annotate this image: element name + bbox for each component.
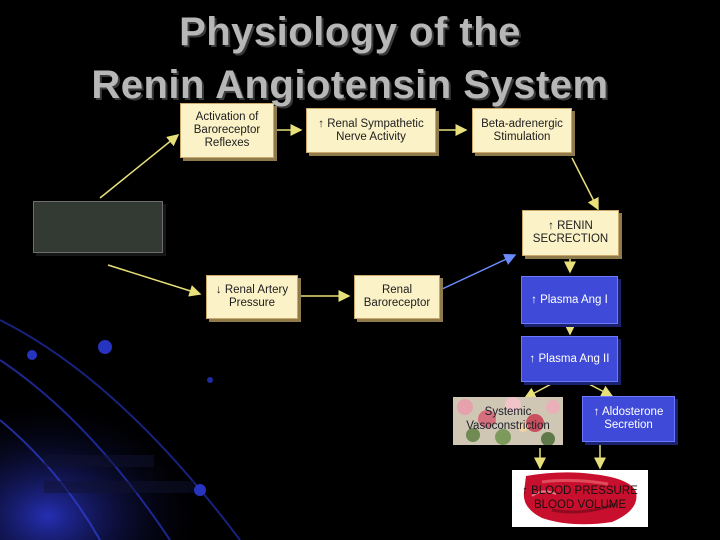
node-plasma-ang-ii-label: ↑ Plasma Ang II — [529, 352, 610, 365]
node-beta-adrenergic-label: Beta-adrenergic Stimulation — [481, 117, 563, 143]
flower-photo-image — [453, 397, 563, 445]
arrow-to-renal-artery — [107, 264, 202, 297]
node-blood-pressure-label: ↑ BLOOD PRESSURE BLOOD VOLUME — [522, 485, 638, 511]
node-renal-baroreceptor: Renal Baroreceptor — [354, 275, 440, 319]
node-renal-sympathetic: ↑ Renal Sympathetic Nerve Activity — [306, 108, 436, 153]
faint-label-2 — [44, 481, 194, 493]
node-baroreceptor-reflexes: Activation of Baroreceptor Reflexes — [180, 103, 274, 158]
node-renal-baroreceptor-label: Renal Baroreceptor — [363, 284, 431, 309]
arrow-to-vasoconstriction — [523, 381, 556, 399]
arrow-to-renin — [571, 157, 599, 211]
node-renal-artery-pressure-label: ↓ Renal Artery Pressure — [215, 284, 289, 309]
node-plasma-ang-i-label: ↑ Plasma Ang I — [531, 293, 608, 306]
node-plasma-ang-i: ↑ Plasma Ang I — [521, 276, 618, 324]
node-left-dark — [33, 201, 163, 253]
title-line-1: Physiology of the — [179, 10, 521, 54]
arrow-to-renin-blue — [439, 254, 517, 291]
node-systemic-vasoconstriction: Systemic Vasoconstriction — [453, 397, 563, 445]
arrow-to-aldosterone — [584, 381, 614, 397]
node-beta-adrenergic: Beta-adrenergic Stimulation — [472, 108, 572, 153]
node-aldosterone-secretion-label: ↑ Aldosterone Secretion — [593, 406, 664, 431]
node-renal-artery-pressure: ↓ Renal Artery Pressure — [206, 275, 298, 319]
faint-label-1 — [44, 455, 154, 467]
title-line-2: Renin Angiotensin System — [91, 63, 609, 107]
arrow-to-baroreceptor-reflexes — [99, 134, 180, 199]
node-baroreceptor-reflexes-label: Activation of Baroreceptor Reflexes — [193, 111, 261, 149]
node-systemic-vasoconstriction-label: Systemic Vasoconstriction — [466, 406, 550, 432]
node-aldosterone-secretion: ↑ Aldosterone Secretion — [582, 396, 675, 442]
node-renal-sympathetic-label: ↑ Renal Sympathetic Nerve Activity — [318, 117, 424, 143]
node-renin-secretion: ↑ RENIN SECRECTION — [522, 210, 619, 256]
heart-image — [512, 470, 648, 527]
node-plasma-ang-ii: ↑ Plasma Ang II — [521, 336, 618, 382]
node-blood-pressure: ↑ BLOOD PRESSURE BLOOD VOLUME — [512, 470, 648, 527]
node-renin-secretion-label: ↑ RENIN SECRECTION — [532, 220, 609, 245]
